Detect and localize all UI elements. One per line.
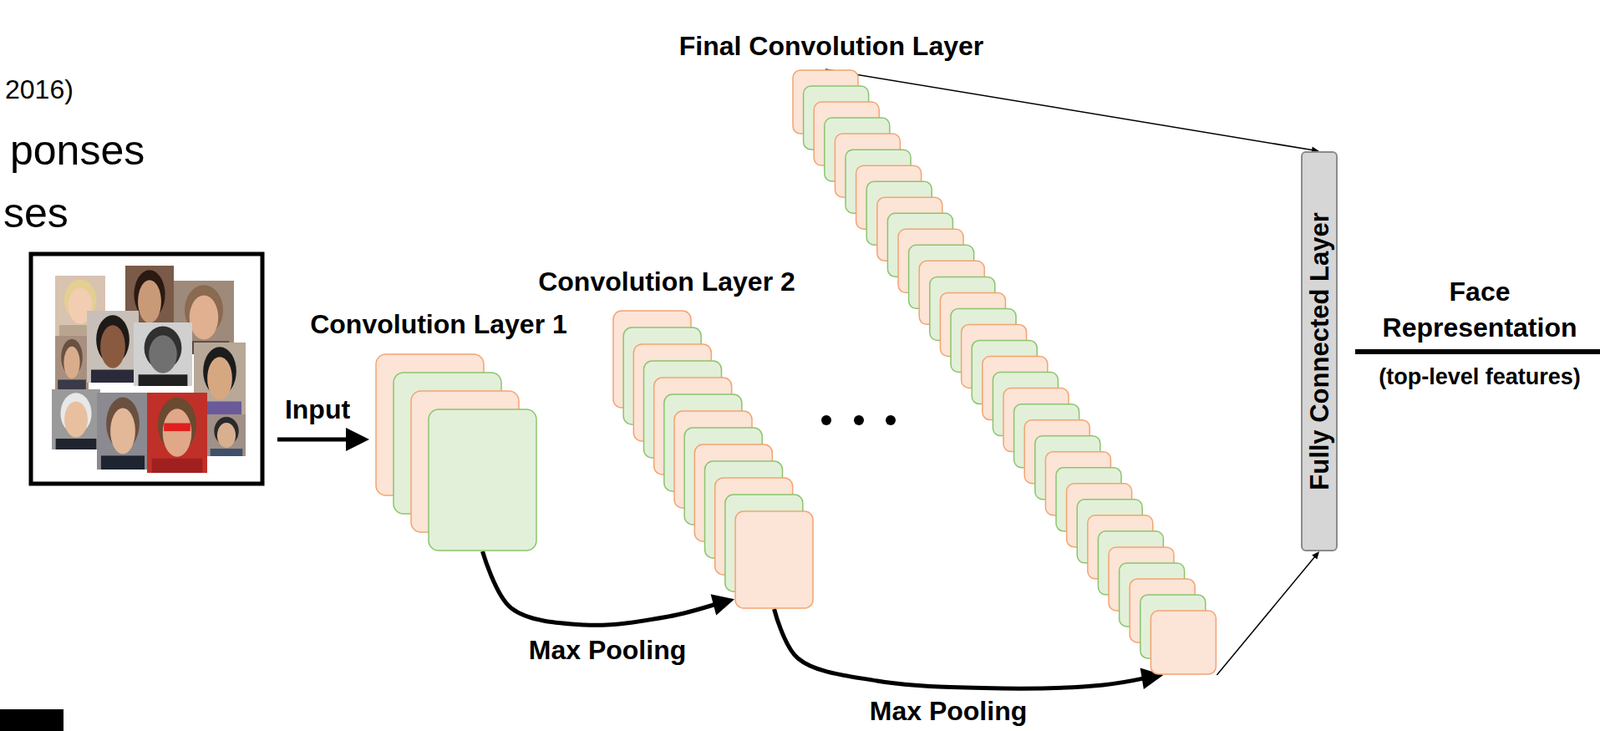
feature-map-stack: Final Convolution Layer (792, 69, 1217, 676)
face-photo (147, 392, 208, 473)
clothes (91, 370, 135, 383)
layer-name: Fully Connected Layer (1306, 212, 1333, 490)
input-arrow-shaft (277, 437, 350, 442)
label-holder: ponses (10, 126, 145, 176)
label-holder: (top-level features) (1378, 364, 1581, 391)
feature-map (735, 511, 813, 609)
edge-label: Max Pooling (525, 636, 690, 664)
diagram-label: Input (284, 394, 351, 426)
feature-map (1150, 610, 1216, 675)
glasses (163, 422, 191, 432)
clothes (55, 438, 97, 450)
pooling-arrow (482, 551, 718, 625)
label-holder: Input (284, 394, 351, 426)
fully-connected-layer: Fully Connected Layer (1300, 151, 1338, 552)
face (100, 325, 126, 369)
label-holder: ses (3, 189, 69, 239)
photo-ground (133, 322, 193, 387)
text-holder: Convolution Layer 1 (309, 310, 568, 338)
face (217, 422, 236, 448)
feature-map (428, 409, 537, 551)
face-photo (133, 322, 193, 387)
ellipsis-dot (853, 415, 864, 426)
input-arrow-head (345, 427, 370, 452)
connection-line (1216, 556, 1316, 676)
edge-label: Max Pooling (866, 697, 1031, 725)
label-holder: Face Representation (1375, 274, 1585, 346)
corner-block (0, 709, 64, 731)
face-photo (207, 414, 246, 457)
ellipsis-dot (821, 415, 832, 426)
slide-text: ses (3, 189, 69, 239)
feature-map-outline (375, 353, 538, 552)
slide-text: ponses (10, 126, 145, 176)
feature-map-outline (792, 69, 1217, 676)
diagram-label: Face Representation (1375, 274, 1585, 346)
face-photo (51, 389, 101, 450)
text-holder: Convolution Layer 2 (538, 268, 796, 295)
diagram-label: (top-level features) (1378, 364, 1581, 391)
arrowhead (711, 594, 735, 615)
face-photo (96, 392, 149, 470)
face (189, 295, 219, 341)
face-photo (86, 310, 139, 383)
clothes (210, 448, 244, 457)
slide-text: 2016) (5, 74, 74, 106)
clothes (101, 455, 145, 470)
face (137, 279, 162, 324)
feature-map-stack: Convolution Layer 1 (375, 353, 538, 552)
face-photo (55, 335, 89, 390)
face (110, 407, 136, 454)
photo-ground (51, 389, 101, 450)
photo-ground (86, 310, 139, 383)
ellipsis-dot (885, 415, 896, 426)
photo-ground (96, 392, 149, 470)
layer-title: Convolution Layer 2 (538, 268, 796, 295)
pooling-arrow (774, 609, 1147, 689)
face (64, 401, 88, 437)
clothes (152, 458, 203, 473)
label-holder: 2016) (5, 74, 74, 106)
text-holder: Final Convolution Layer (679, 32, 984, 60)
feature-map-outline (612, 309, 814, 610)
layer-title: Final Convolution Layer (679, 32, 984, 60)
photo-ground (55, 335, 89, 390)
clothes (57, 379, 87, 390)
connector-group (1216, 551, 1320, 676)
input-frame (30, 253, 263, 484)
connector-group (482, 551, 736, 625)
label-holder: Max Pooling (866, 697, 1031, 725)
photo-ground (207, 414, 246, 457)
layer-title: Convolution Layer 1 (309, 310, 568, 338)
face (148, 335, 178, 374)
connector-group (774, 609, 1164, 690)
feature-map-stack: Convolution Layer 2 (612, 309, 814, 610)
face (207, 356, 233, 401)
output-rule (1355, 349, 1600, 355)
face (63, 346, 80, 379)
clothes (138, 374, 188, 387)
face (162, 408, 193, 458)
arrowhead (1311, 551, 1320, 559)
photo-ground (147, 392, 208, 473)
label-holder: Max Pooling (525, 636, 690, 664)
